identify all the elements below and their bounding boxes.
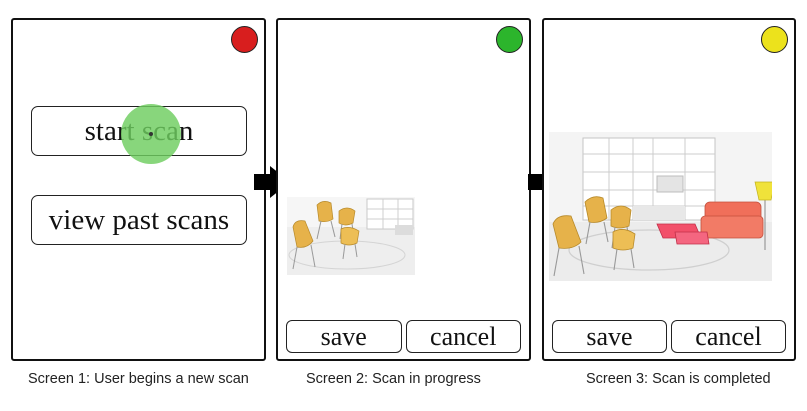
save-button[interactable]: save [286,320,402,353]
partial-scan-image [287,197,415,275]
screen-2-caption: Screen 2: Scan in progress [306,371,481,387]
save-button[interactable]: save [552,320,667,353]
action-button-row: save cancel [552,320,786,353]
screen-3-caption: Screen 3: Scan is completed [586,371,771,387]
screen-1-phone-frame: start scan view past scans [11,18,266,361]
completed-scan-image [549,132,772,281]
screen-1-caption: Screen 1: User begins a new scan [28,371,249,387]
status-indicator-red [231,26,258,53]
view-past-scans-button[interactable]: view past scans [31,195,247,245]
action-button-row: save cancel [286,320,521,353]
screen-3-phone-frame: save cancel [542,18,796,361]
screen-2-phone-frame: save cancel [276,18,531,361]
cancel-button[interactable]: cancel [405,320,521,353]
touch-indicator [121,104,181,164]
arrow-right-icon [254,166,290,198]
status-indicator-green [496,26,523,53]
cancel-button[interactable]: cancel [671,320,786,353]
status-indicator-yellow [761,26,788,53]
